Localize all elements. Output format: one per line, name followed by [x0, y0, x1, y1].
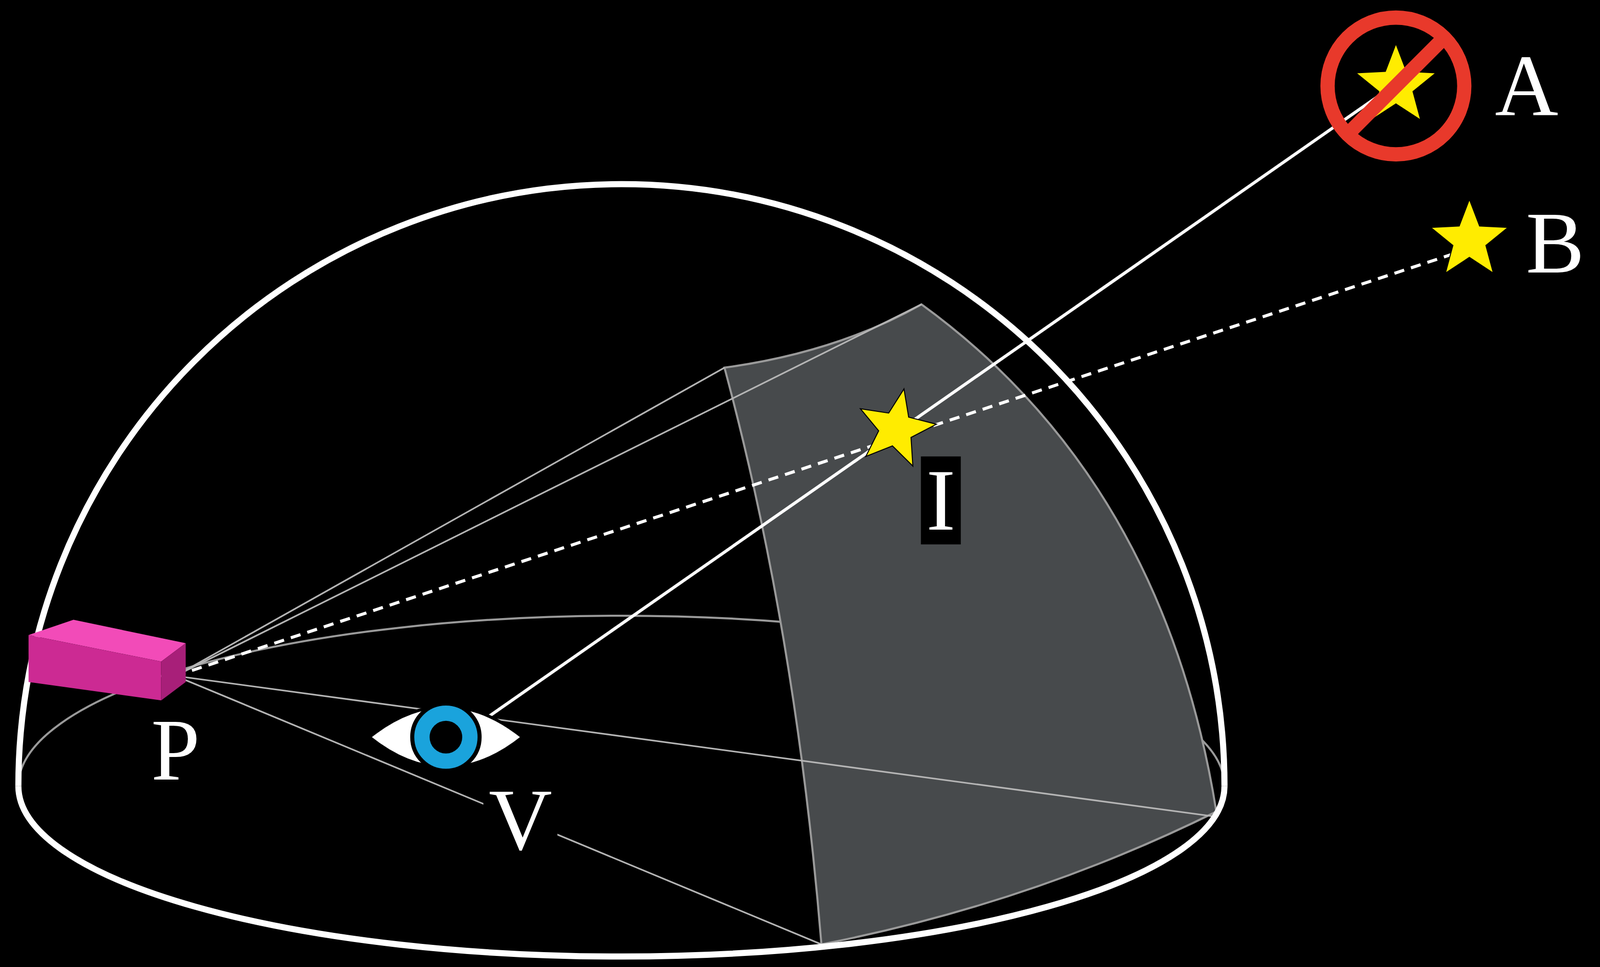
dome-base-front — [18, 786, 1225, 957]
frustum-line — [175, 304, 922, 676]
star-b — [1430, 199, 1508, 274]
projector — [28, 619, 186, 701]
point-label: P — [146, 706, 206, 795]
eye-iris — [412, 703, 480, 771]
point-label: I — [921, 456, 961, 545]
point-label: A — [1489, 41, 1564, 130]
prohibited-sign — [1327, 17, 1465, 155]
projection-area — [724, 304, 1217, 945]
image-star — [860, 388, 937, 467]
prohibit-slash — [1347, 37, 1444, 135]
sight-line — [479, 84, 1396, 723]
frustum-line — [175, 675, 1217, 817]
dome-outline — [18, 184, 1225, 787]
projection-ray — [175, 250, 1465, 677]
prohibit-circle — [1327, 17, 1465, 155]
frustum-line — [175, 675, 822, 945]
projector-front — [28, 634, 161, 701]
eye-pupil — [429, 720, 463, 754]
projector-side — [161, 642, 186, 701]
viewer-eye — [369, 703, 523, 771]
point-label: B — [1520, 199, 1590, 288]
point-label: V — [483, 775, 558, 864]
